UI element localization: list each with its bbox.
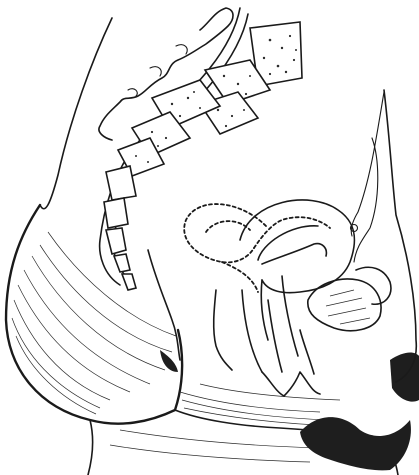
bladder: [308, 279, 381, 331]
pubic-symphysis: [356, 267, 391, 304]
anterior-wall-inner: [354, 138, 378, 262]
buttock-outline: [6, 205, 182, 424]
vaginal-canal: [242, 290, 262, 372]
uterus-normal-position: [240, 200, 358, 356]
spine-sacrum: [99, 8, 302, 290]
back-contour: [40, 18, 112, 209]
gluteal-fold: [88, 420, 93, 475]
anterior-abdomen: [384, 90, 416, 382]
uterus-retroverted-position: [184, 204, 330, 292]
rectum: [148, 250, 180, 360]
coccyx-segments: [104, 166, 136, 290]
round-ligament: [351, 92, 384, 236]
urethra: [300, 330, 314, 374]
labia: [262, 372, 320, 396]
